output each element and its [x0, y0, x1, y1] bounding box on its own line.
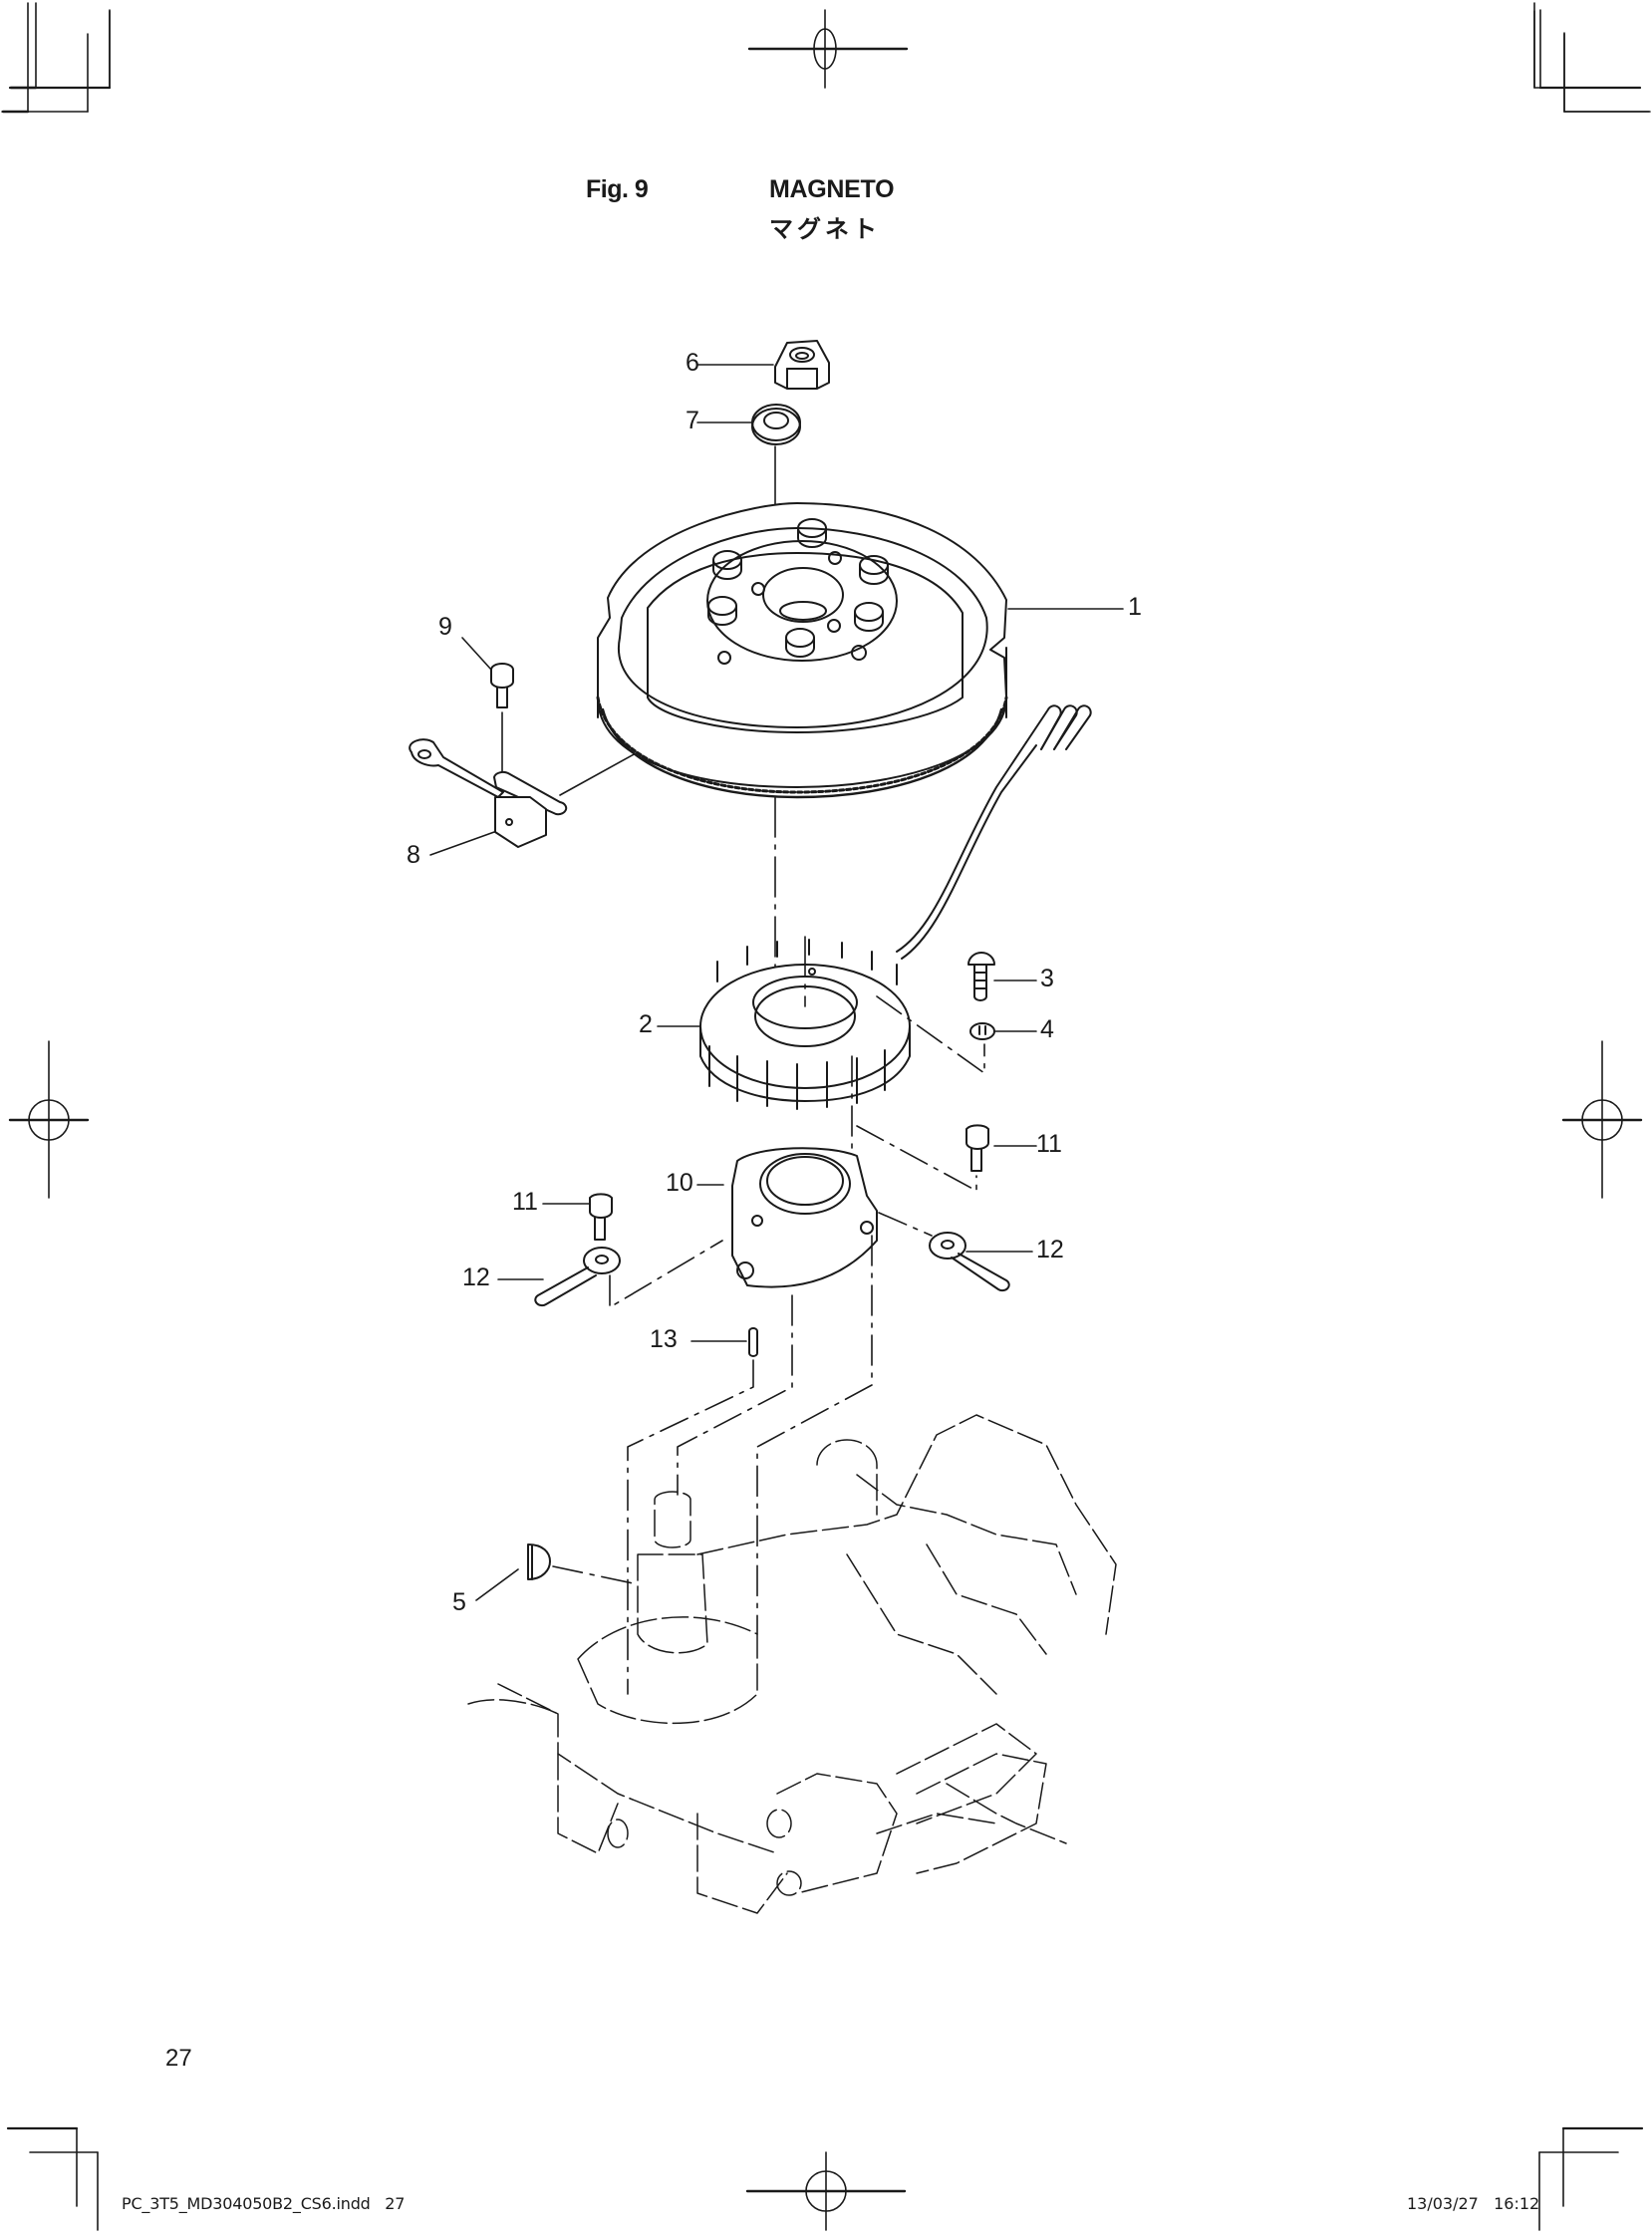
registration-mark-right	[1561, 1040, 1643, 1199]
crop-marks-top	[1, 9, 1651, 113]
flywheel-icon	[596, 502, 1008, 799]
file-slug: PC_3T5_MD304050B2_CS6.indd 27	[122, 2194, 406, 2213]
callout-8: 8	[407, 841, 420, 869]
stator-base-icon	[731, 1147, 878, 1288]
callout-12-right: 12	[1036, 1236, 1064, 1263]
callout-1: 1	[1128, 593, 1142, 621]
callout-5: 5	[452, 1588, 466, 1616]
callout-13: 13	[650, 1325, 678, 1353]
callout-3: 3	[1040, 965, 1054, 992]
washer-icon	[751, 404, 801, 445]
registration-mark-left	[8, 1040, 90, 1199]
callout-6: 6	[686, 349, 699, 377]
wire-holder-12-right-icon	[929, 1232, 1010, 1292]
bolt-9-icon	[490, 663, 514, 708]
callout-9: 9	[438, 613, 452, 641]
clamp-4-icon	[969, 1022, 995, 1040]
page-number: 27	[165, 2045, 192, 2072]
registration-mark-top	[747, 9, 909, 89]
callout-2: 2	[639, 1010, 653, 1038]
page-title-japanese: マグネト	[769, 215, 881, 243]
crop-marks	[1, 2, 1650, 114]
wire-holder-12-left-icon	[534, 1247, 621, 1307]
callout-10: 10	[666, 1169, 693, 1197]
nut-icon	[774, 340, 830, 390]
dowel-pin-13-icon	[748, 1327, 758, 1357]
bolt-11-left-icon	[589, 1193, 613, 1241]
wire-harness-icon	[896, 704, 1092, 960]
crankcase-phantom-icon	[467, 1414, 1117, 1914]
callout-12-left: 12	[462, 1263, 490, 1291]
woodruff-key-icon	[527, 1543, 551, 1580]
page-title: MAGNETO	[769, 175, 895, 203]
crop-marks-bottom	[6, 2126, 1644, 2231]
pulser-coil-icon	[409, 738, 637, 848]
bolt-11-right-icon	[965, 1124, 989, 1172]
screw-3-icon	[967, 952, 995, 1001]
callout-7: 7	[686, 407, 699, 434]
callout-11-right: 11	[1036, 1130, 1062, 1158]
callout-4: 4	[1040, 1015, 1054, 1043]
date-stamp: 13/03/27 16:12	[1407, 2194, 1540, 2213]
registration-mark-bottom	[745, 2151, 907, 2231]
figure-label: Fig. 9	[586, 175, 649, 203]
callout-11-left: 11	[512, 1188, 538, 1216]
callout-leaders	[429, 364, 1124, 1601]
